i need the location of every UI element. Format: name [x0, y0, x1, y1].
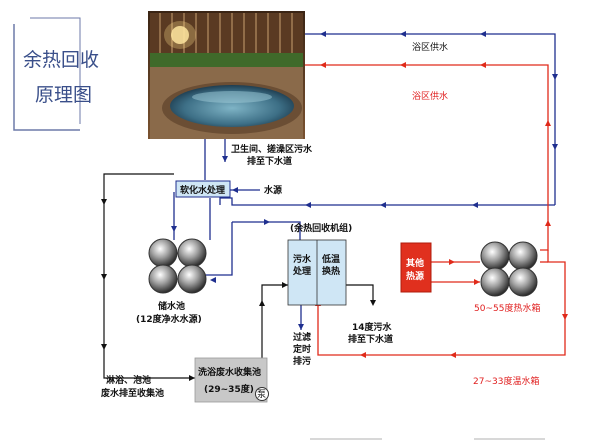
title-line-1: 余热回收 — [23, 49, 99, 71]
sewage-out-label-1: 14度污水 — [352, 321, 393, 333]
storage-tank-icon — [148, 238, 207, 294]
shower-label-2: 废水排至收集池 — [101, 387, 164, 399]
other-heat-source: 其他 热源 — [400, 242, 432, 293]
water-source-label: 水源 — [264, 184, 282, 196]
pump-label: 泵 — [257, 389, 266, 400]
filter-label-1: 过滤 — [293, 331, 311, 343]
warm-tank-label: 27~33度温水箱 — [473, 375, 539, 387]
filter-label-2: 定时 — [292, 343, 311, 355]
recovery-unit-label: (余热回收机组) — [290, 222, 352, 234]
hot-tank-label: 50~55度热水箱 — [474, 302, 540, 314]
softener-box: 软化水处理 — [175, 180, 231, 198]
low-temp-label-2: 换热 — [322, 265, 340, 277]
other-heat-label-1: 其他 — [406, 257, 424, 269]
title-line-2: 原理图 — [35, 84, 92, 106]
hot-tank-icon — [480, 241, 538, 297]
sewage-treatment-label-2: 处理 — [292, 265, 311, 277]
collection-label-1: 洗浴废水收集池 — [198, 366, 261, 378]
softener-label: 软化水处理 — [180, 184, 225, 196]
recovery-unit: 污水 处理 低温 换热 — [287, 239, 347, 306]
shower-label-1: 淋浴、泡池 — [106, 374, 151, 386]
storage-tank-label: 储水池 — [158, 300, 185, 312]
sewage-treatment-label-1: 污水 — [293, 253, 312, 265]
collection-tank: 洗浴废水收集池 (29~35度) — [194, 357, 268, 403]
low-temp-label-1: 低温 — [321, 253, 340, 265]
red-arrowheads — [315, 62, 568, 358]
bath-photo — [148, 11, 305, 139]
pump-icon: 泵 — [255, 387, 269, 401]
bath-supply-red-label: 浴区供水 — [412, 90, 448, 102]
other-heat-label-2: 热源 — [406, 270, 424, 282]
sewage-out-label-2: 排至下水道 — [348, 333, 393, 345]
title-block: 余热回收 原理图 — [13, 17, 99, 131]
bath-supply-blue-label: 浴区供水 — [412, 41, 448, 53]
black-arrowheads — [101, 199, 376, 381]
toilet-drain-label-1: 卫生间、搓澡区污水 — [231, 143, 313, 155]
collection-label-2: (29~35度) — [204, 383, 254, 395]
filter-label-3: 排污 — [293, 355, 311, 367]
storage-temp-label: (12度净水水源) — [136, 313, 202, 325]
toilet-drain-label-2: 排至下水道 — [247, 155, 292, 167]
